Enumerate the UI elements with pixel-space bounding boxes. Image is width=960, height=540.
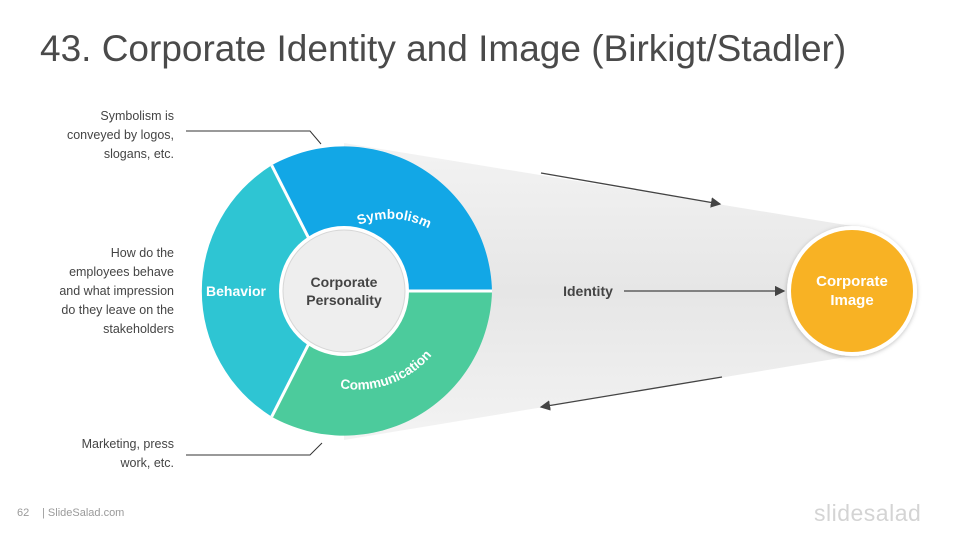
symbolism-note: Symbolism is conveyed by logos, slogans,… <box>66 109 174 161</box>
segment-communication <box>271 291 492 436</box>
divider-top <box>270 164 312 241</box>
arrow-top <box>540 172 722 208</box>
center-label-line1: Corporate <box>311 274 378 290</box>
center-label-line2: Personality <box>306 292 382 308</box>
segment-symbolism <box>271 146 492 291</box>
behavior-note: How do the employees behave and what imp… <box>59 246 174 336</box>
page-number: 62 <box>17 507 30 519</box>
center-inner-circle <box>282 229 406 353</box>
segment-behavior <box>201 165 310 417</box>
connector-communication <box>186 442 323 456</box>
funnel-shape <box>344 143 852 440</box>
communication-note: Marketing, press work, etc. <box>81 437 174 470</box>
connector-symbolism <box>186 130 322 145</box>
divider-bottom <box>270 341 312 418</box>
arrow-bottom <box>539 376 723 411</box>
page-title: 43. Corporate Identity and Image (Birkig… <box>40 28 847 69</box>
behavior-label: Behavior <box>206 283 266 299</box>
footer-site: | SlideSalad.com <box>42 507 125 519</box>
image-label-line1: Corporate <box>816 273 888 290</box>
identity-label: Identity <box>563 283 613 299</box>
brand-logo: slidesalad <box>814 500 922 526</box>
image-circle <box>791 230 913 352</box>
image-label-line2: Image <box>830 292 873 309</box>
